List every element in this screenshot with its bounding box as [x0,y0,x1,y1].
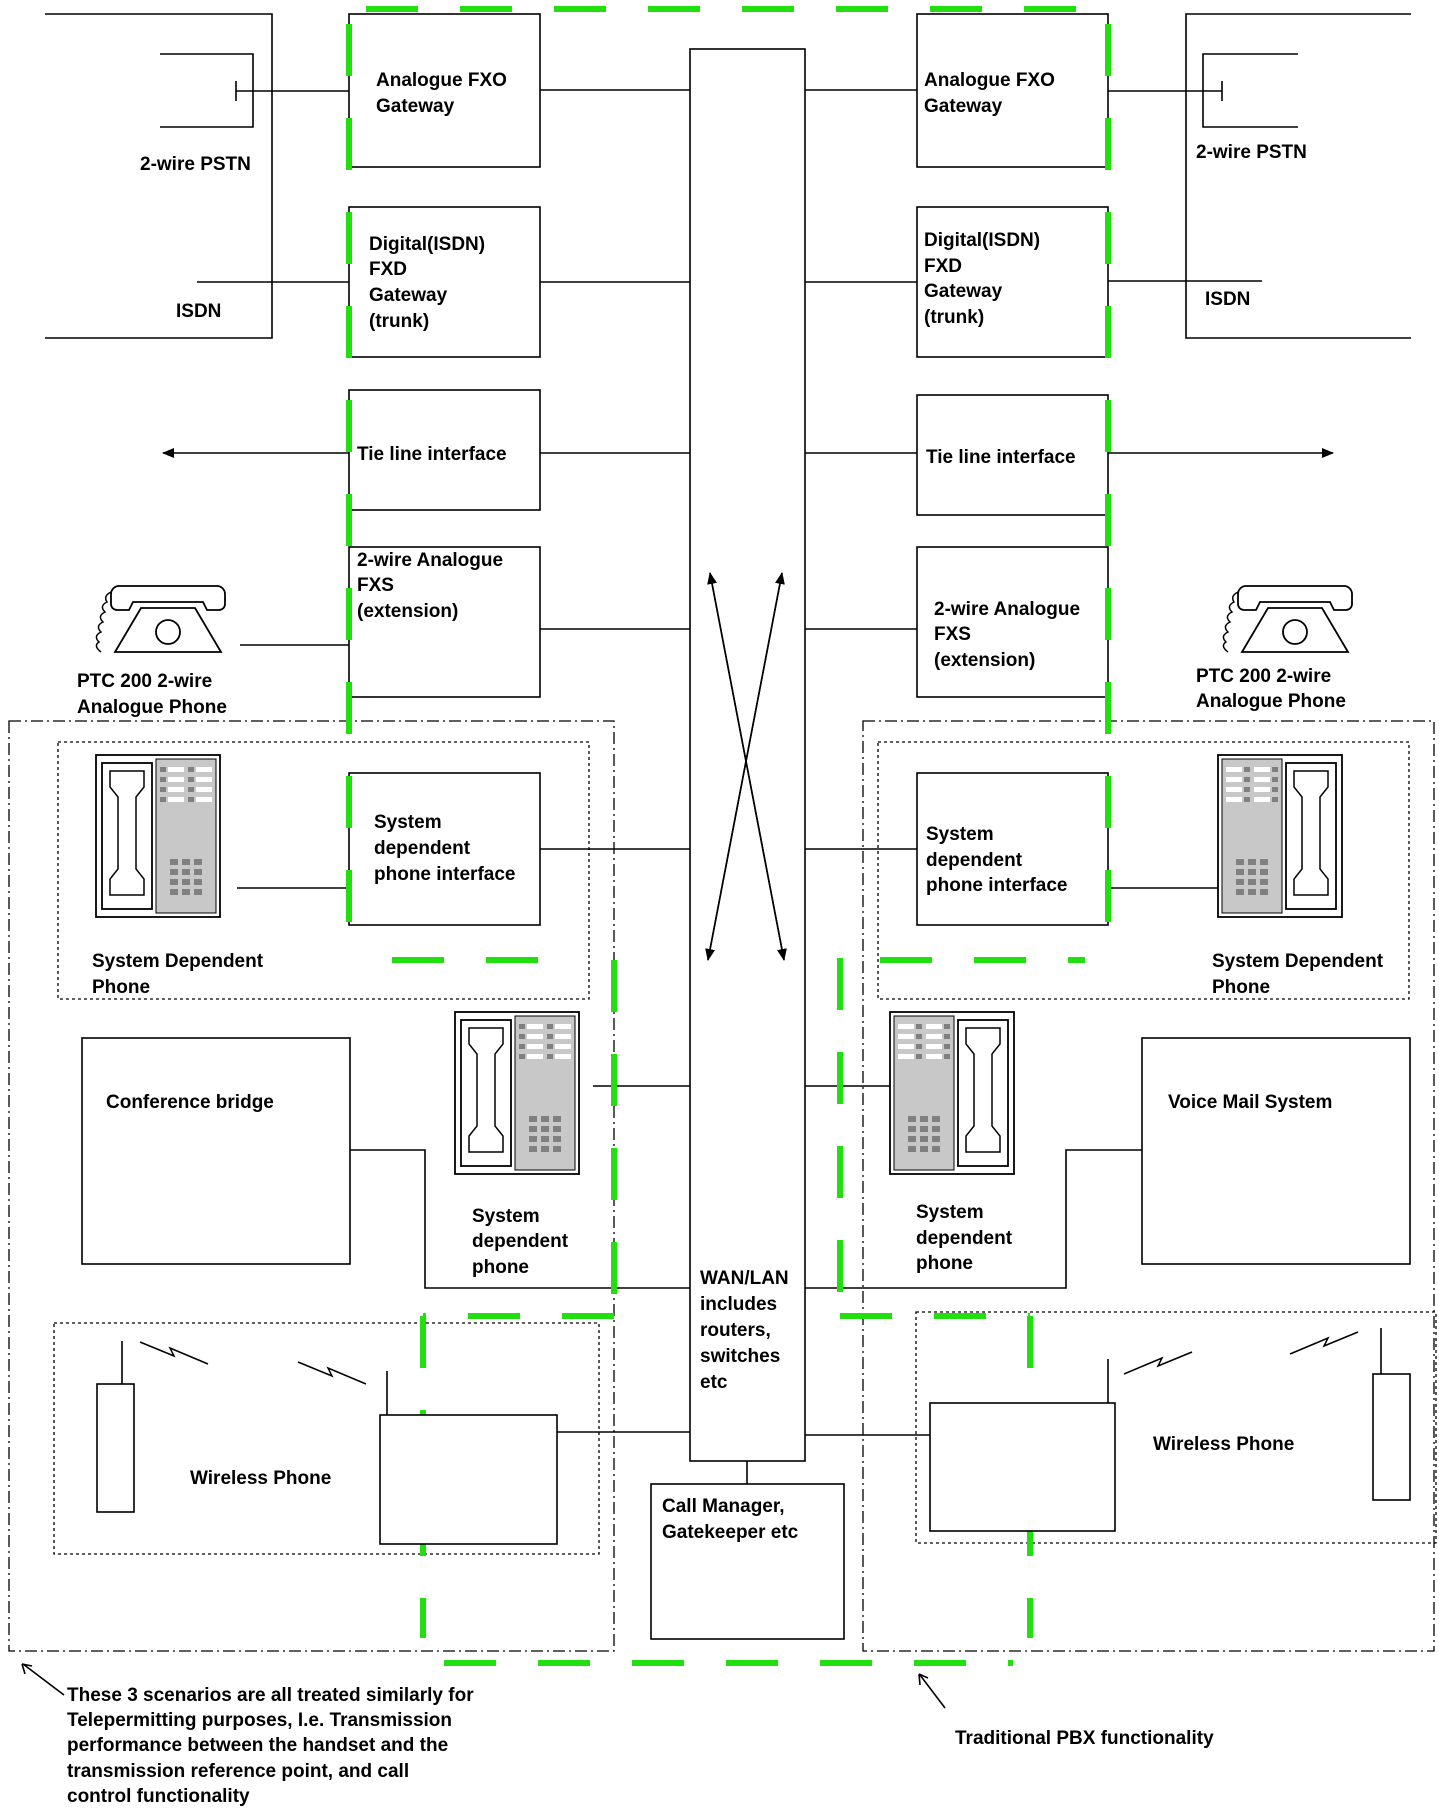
wireless-group-right [915,1311,1437,1544]
isdn-right-label: ISDN [1205,289,1250,310]
handset-icon [1372,1328,1411,1501]
fxs-right [916,546,1109,698]
lightning-icon [1123,1351,1193,1375]
voice-mail-label: Voice Mail System [1168,1092,1332,1113]
fxo-gateway-left [348,13,541,168]
pstn-right-bracket [1108,13,1411,339]
isdn-gateway-left-label: Digital(ISDN) FXD Gateway (trunk) [369,234,490,332]
note-right: Traditional PBX functionality [955,1728,1214,1749]
sd-phone-group-left [57,741,590,1000]
wireless-base-right [929,1402,1116,1532]
sd-phone-group-right [877,741,1410,1000]
tie-line-right [916,394,1109,516]
call-manager-box [650,1483,845,1640]
conference-bridge-label: Conference bridge [106,1092,274,1113]
sdpi-left-label: System dependent phone interface [374,812,515,885]
wireless-base-left [379,1414,558,1545]
system-phone-icon [95,754,221,918]
analogue-phone-icon [95,585,226,653]
fxo-gateway-right [916,13,1109,168]
lightning-icon [139,1341,209,1365]
sdpi-left [348,772,541,926]
voice-mail-box [1141,1037,1411,1265]
wireless-left-label: Wireless Phone [190,1468,331,1489]
system-phone-icon [889,1011,1015,1175]
analogue-phone-icon [1222,585,1353,653]
fxs-right-label: 2-wire Analogue FXS (extension) [934,599,1085,671]
wireless-group-left [53,1322,600,1555]
tie-line-right-label: Tie line interface [926,447,1076,468]
scenario-group-right [862,720,1435,1652]
isdn-gateway-left [348,206,541,358]
scenario-group-left [8,720,615,1652]
call-manager-label: Call Manager, Gatekeeper etc [662,1496,799,1543]
wireless-right-label: Wireless Phone [1153,1434,1294,1455]
ptc-right-label: PTC 200 2-wire Analogue Phone [1196,666,1346,712]
sd-phone-mid-left-label: System dependent phone [472,1206,573,1278]
pstn-left-label: 2-wire PSTN [140,154,251,175]
note-left: These 3 scenarios are all treated simila… [67,1685,479,1807]
sdpi-right [916,772,1109,926]
handset-icon [96,1341,135,1513]
isdn-gateway-right [916,206,1109,358]
pbx-boundary [346,6,1111,1666]
lightning-icon [1289,1331,1359,1355]
tie-line-left-label: Tie line interface [357,444,507,465]
system-phone-icon [1217,754,1343,918]
fxs-left-label: 2-wire Analogue FXS (extension) [357,550,508,622]
sd-phone-left-caption: System Dependent Phone [92,951,268,998]
conference-bridge-box [81,1037,351,1265]
wan-lan-label: WAN/LAN includes routers, switches etc [700,1268,794,1393]
pstn-right-label: 2-wire PSTN [1196,142,1307,163]
isdn-left-label: ISDN [176,301,221,322]
ptc-left-label: PTC 200 2-wire Analogue Phone [77,671,227,718]
fxs-left [348,546,541,698]
pstn-left-bracket [45,13,349,339]
sdpi-right-label: System dependent phone interface [926,824,1067,896]
sd-phone-mid-right-label: System dependent phone [916,1202,1017,1274]
system-phone-icon [454,1011,580,1175]
connections [162,89,1334,1436]
sd-phone-right-caption: System Dependent Phone [1212,951,1388,998]
isdn-gateway-right-label: Digital(ISDN) FXD Gateway (trunk) [924,230,1045,328]
lightning-icon [297,1361,367,1385]
